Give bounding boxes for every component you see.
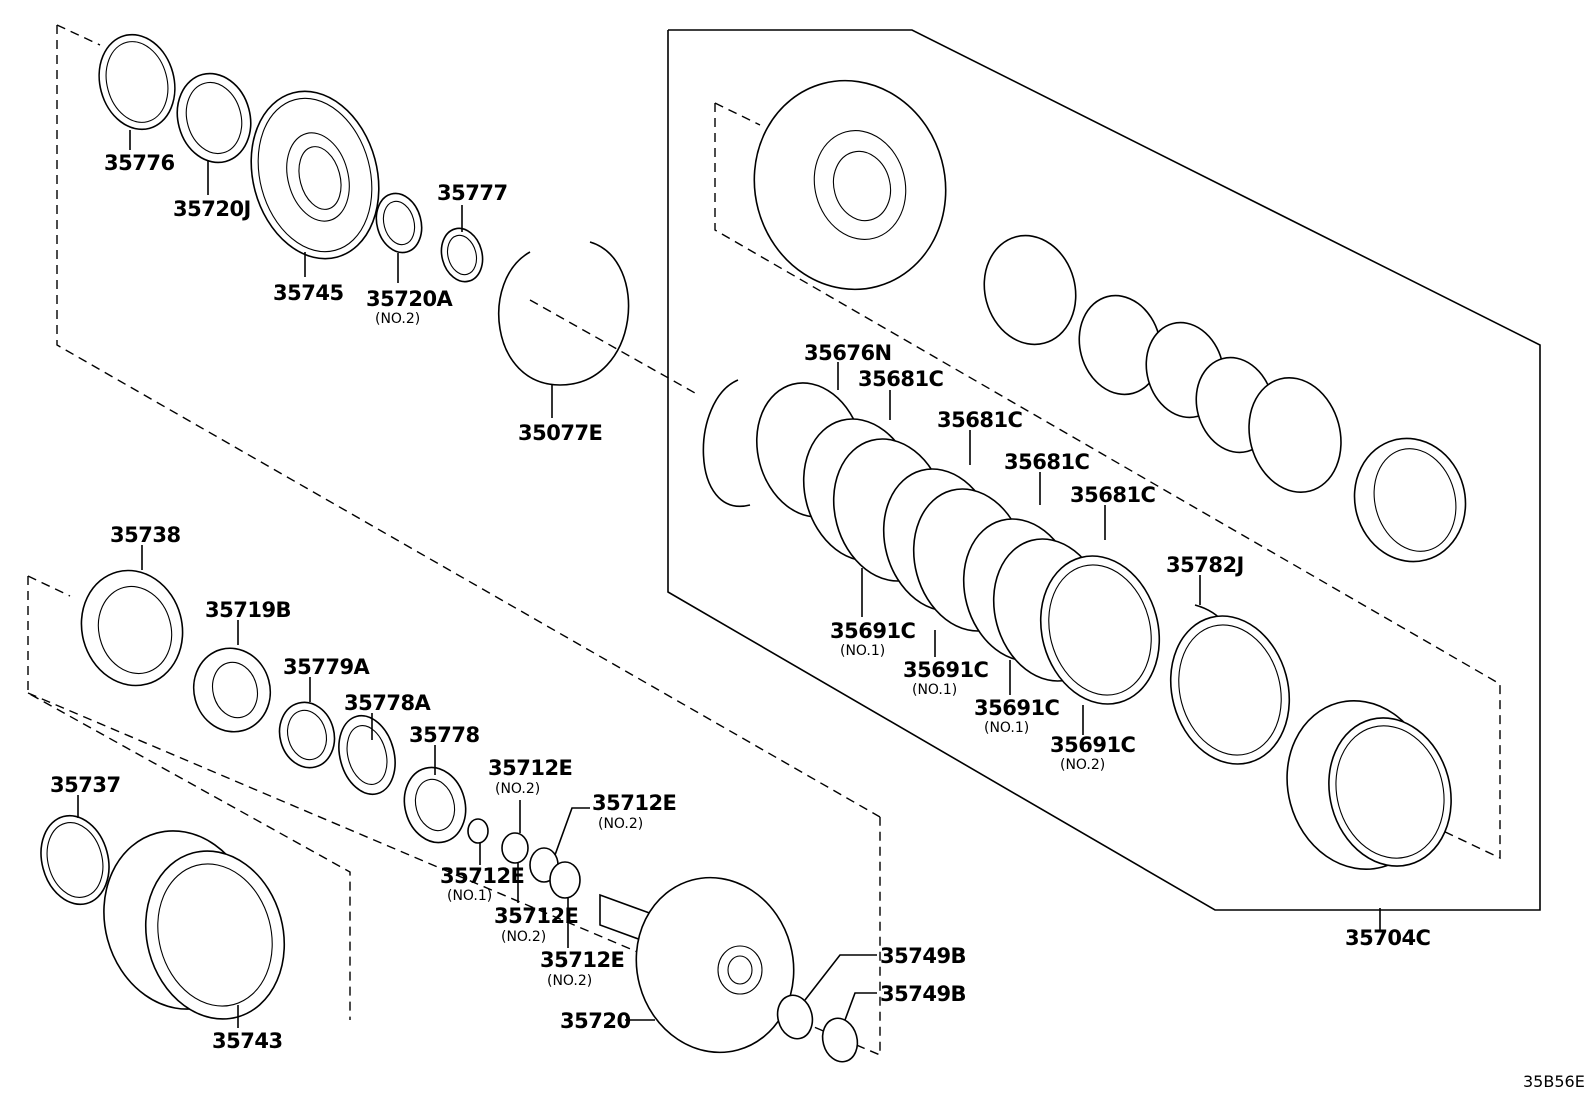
note-35712E-a: (NO.2) [495,781,540,797]
part-35749B-shapes [776,994,859,1063]
part-35738-shape [80,569,184,687]
label-35712E-a[interactable]: 35712E [488,756,573,780]
label-35738[interactable]: 35738 [110,523,181,547]
label-35691C-4[interactable]: 35691C [1050,733,1136,757]
label-35712E-e[interactable]: 35712E [540,948,625,972]
label-35749B-2[interactable]: 35749B [880,982,967,1006]
label-35737[interactable]: 35737 [50,773,121,797]
note-35691C-2: (NO.1) [912,682,957,698]
part-35782J-shape [1169,604,1291,765]
label-35776[interactable]: 35776 [104,151,175,175]
label-35691C-2[interactable]: 35691C [903,658,989,682]
note-35712E-c: (NO.1) [447,888,492,904]
note-35712E-b: (NO.2) [598,816,643,832]
label-35779A[interactable]: 35779A [283,655,371,679]
part-35777-shape [440,227,484,283]
note-35712E-d: (NO.2) [501,929,546,945]
part-35720-shape [599,876,795,1054]
note-35712E-e: (NO.2) [547,973,592,989]
note-35720A: (NO.2) [375,311,420,327]
drum-housing-shape [753,79,947,291]
label-35676N[interactable]: 35676N [804,341,892,365]
label-35704C[interactable]: 35704C [1345,926,1431,950]
label-35712E-c[interactable]: 35712E [440,864,525,888]
dashed-outline-upper-left [56,24,881,818]
label-35782J[interactable]: 35782J [1166,553,1244,577]
label-35743[interactable]: 35743 [212,1029,283,1053]
label-35745[interactable]: 35745 [273,281,344,305]
label-35778[interactable]: 35778 [409,723,480,747]
label-35712E-d[interactable]: 35712E [494,904,579,928]
label-35681C-3[interactable]: 35681C [1004,450,1090,474]
part-35776-shape [98,33,176,131]
note-35691C-3: (NO.1) [984,720,1029,736]
note-35691C-4: (NO.2) [1060,757,1105,773]
part-35745-shape [250,90,380,260]
part-35077E-shape [498,241,630,386]
part-35778-shape [403,766,467,844]
part-35778A-shape [338,714,396,796]
dashed-outline-lower-left [27,575,881,1057]
label-35777[interactable]: 35777 [437,181,508,205]
label-35077E[interactable]: 35077E [518,421,603,445]
label-35720A[interactable]: 35720A [366,287,454,311]
label-35691C-1[interactable]: 35691C [830,619,916,643]
label-35691C-3[interactable]: 35691C [974,696,1060,720]
clutch-plate-stack-shapes [702,379,1161,705]
label-35720[interactable]: 35720 [560,1009,631,1033]
leader-lines [77,130,1381,1028]
label-35681C-4[interactable]: 35681C [1070,483,1156,507]
upper-ring-stack-shapes [983,234,1467,563]
label-35681C-2[interactable]: 35681C [937,408,1023,432]
part-35779A-shape [278,701,336,769]
part-35720J-shape [176,72,252,164]
part-35720A-shape [375,192,423,254]
diagram-code: 35B56E [1523,1072,1585,1091]
label-35712E-b[interactable]: 35712E [592,791,677,815]
part-35719B-shape [192,647,272,733]
part-labels: 35776 35720J 35745 35720A (NO.2) 35777 3… [50,151,1431,1053]
assembly-outline-35704C [667,29,1541,911]
label-35778A[interactable]: 35778A [344,691,432,715]
part-35737-shape [40,814,110,906]
label-35681C-1[interactable]: 35681C [858,367,944,391]
label-35749B-1[interactable]: 35749B [880,944,967,968]
piston-ring-shapes [1286,700,1452,870]
note-35691C-1: (NO.1) [840,643,885,659]
part-35712E-shapes [467,818,581,899]
part-35743-shape [103,830,286,1020]
label-35720J[interactable]: 35720J [173,197,251,221]
label-35719B[interactable]: 35719B [205,598,292,622]
